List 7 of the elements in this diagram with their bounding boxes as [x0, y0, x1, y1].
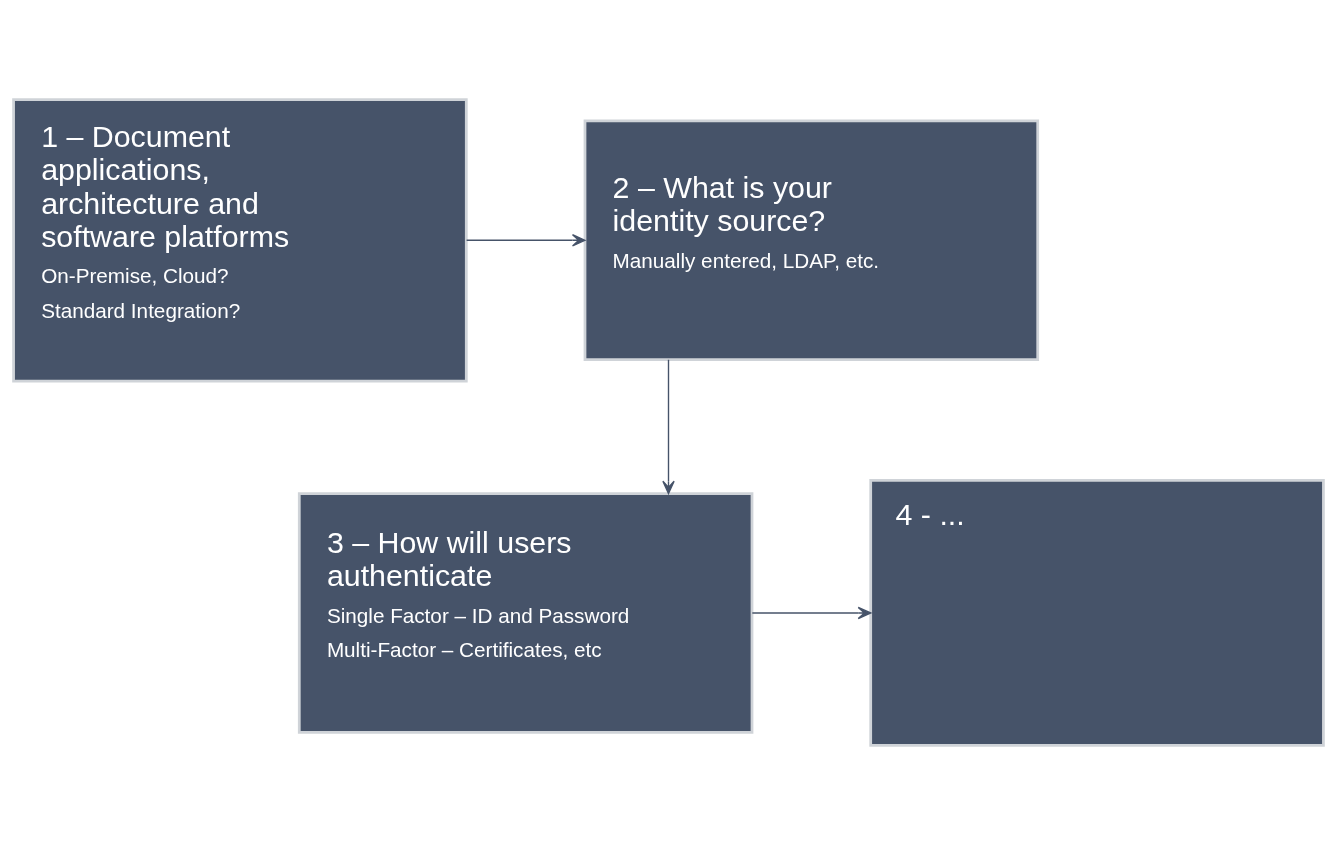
node-box: 3 – How will users authenticate Single Factor – ID and Password Multi-Factor – Certificates, etc: [297, 492, 754, 734]
node-box: 1 – Document applications, architecture and software platforms On-Premise, Cloud? Standard Integration?: [12, 98, 468, 383]
node-box: 4 - ...: [869, 479, 1325, 747]
arrow: [465, 234, 586, 247]
arrow: [662, 359, 675, 495]
arrow: [751, 606, 872, 620]
node-box: 2 – What is your identity source? Manually entered, LDAP, etc.: [583, 119, 1040, 362]
